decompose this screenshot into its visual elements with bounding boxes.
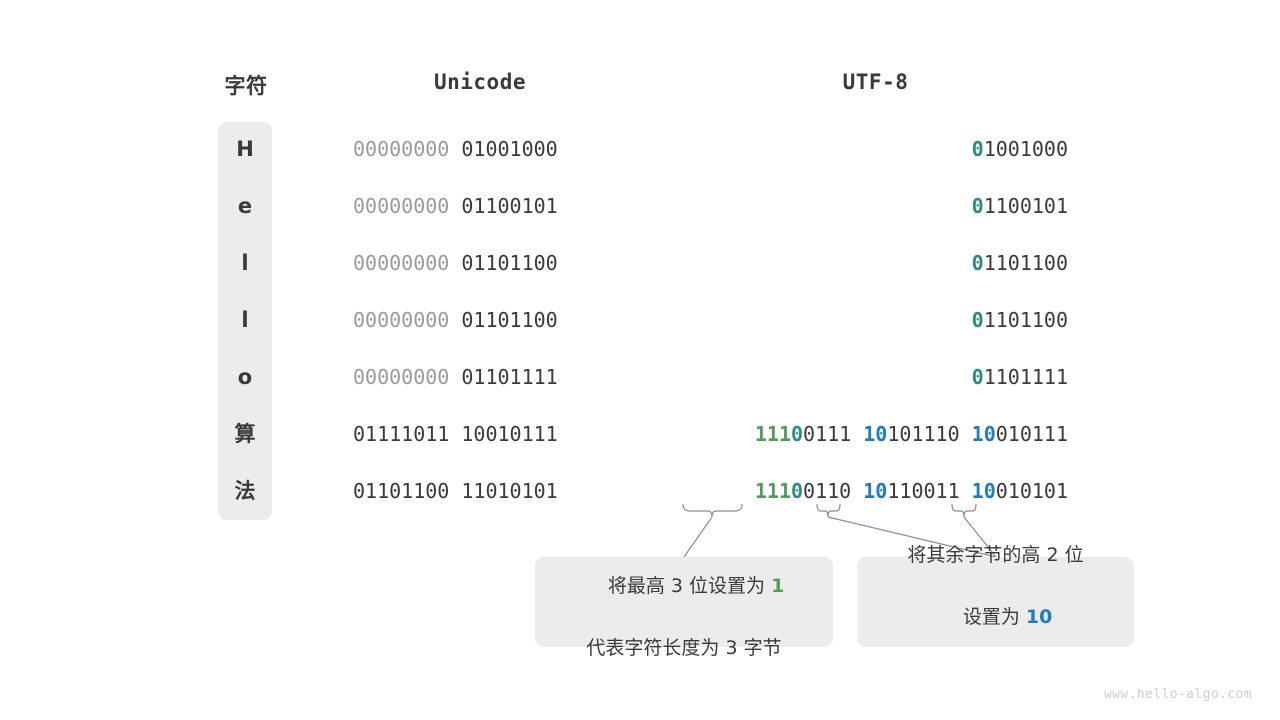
unicode-low-byte: 01101100 xyxy=(461,251,558,275)
callout-lead-byte-line2: 代表字符长度为 3 字节 xyxy=(586,637,782,659)
utf8-byte-prefix: 10 xyxy=(971,479,996,503)
utf8-byte-payload: 1101111 xyxy=(983,365,1068,389)
character-cell: l xyxy=(241,308,249,332)
utf8-byte: 11100110 xyxy=(755,479,851,503)
utf8-byte-prefix: 10 xyxy=(863,422,888,446)
callout-continuation-byte: 将其余字节的高 2 位 设置为 10 xyxy=(857,544,1134,647)
utf8-byte: 10101110 xyxy=(863,422,959,446)
unicode-low-byte: 10010111 xyxy=(461,422,558,446)
unicode-row: 00000000 01101100 xyxy=(353,307,607,333)
unicode-low-byte: 01101111 xyxy=(461,365,558,389)
utf8-byte-payload: 1101100 xyxy=(983,251,1068,275)
callout-lead-byte: 将最高 3 位设置为 1 代表字符长度为 3 字节 xyxy=(535,557,833,659)
utf8-byte-payload: 110011 xyxy=(887,479,960,503)
unicode-high-byte: 00000000 xyxy=(353,365,450,389)
callout-continuation-byte-highlight: 10 xyxy=(1025,606,1053,628)
unicode-low-byte: 01001000 xyxy=(461,137,558,161)
callout-lead-byte-line1-text: 将最高 3 位设置为 xyxy=(607,575,772,597)
character-cell: 法 xyxy=(234,479,256,503)
character-cell: o xyxy=(237,365,253,389)
utf8-row: 11100110 10110011 10010101 xyxy=(683,478,1068,504)
utf8-byte: 01101100 xyxy=(972,251,1068,275)
unicode-high-byte: 01101100 xyxy=(353,479,450,503)
utf8-byte: 01100101 xyxy=(972,194,1068,218)
utf8-row: 01001000 xyxy=(683,136,1068,162)
character-cell: 算 xyxy=(234,422,256,446)
unicode-low-byte: 01101100 xyxy=(461,308,558,332)
callout-continuation-byte-line2: 设置为 10 xyxy=(939,571,1053,664)
unicode-row: 00000000 01001000 xyxy=(353,136,607,162)
brace-continuation-byte-2 xyxy=(951,503,977,518)
unicode-high-byte: 00000000 xyxy=(353,137,450,161)
unicode-low-byte: 01100101 xyxy=(461,194,558,218)
utf8-byte-prefix: 10 xyxy=(863,479,888,503)
utf8-byte: 10010101 xyxy=(972,479,1068,503)
unicode-row: 01101100 11010101 xyxy=(353,478,607,504)
brace-lead-byte xyxy=(682,503,743,518)
unicode-high-byte: 01111011 xyxy=(353,422,450,446)
callout-lead-byte-line1: 将最高 3 位设置为 1 xyxy=(584,540,785,633)
unicode-row: 01111011 10010111 xyxy=(353,421,607,447)
column-header-utf8: UTF-8 xyxy=(842,70,909,94)
utf8-byte-payload: 1100101 xyxy=(983,194,1068,218)
callout-lead-byte-highlight: 1 xyxy=(771,575,785,597)
unicode-row: 00000000 01100101 xyxy=(353,193,607,219)
utf8-byte-prefix: 10 xyxy=(971,422,996,446)
utf8-byte-payload: 010101 xyxy=(995,479,1068,503)
utf8-byte: 10110011 xyxy=(863,479,959,503)
utf8-byte: 01001000 xyxy=(972,137,1068,161)
utf8-row: 11100111 10101110 10010111 xyxy=(683,421,1068,447)
utf8-byte-payload: 010111 xyxy=(995,422,1068,446)
character-cell: l xyxy=(241,251,249,275)
character-column-panel xyxy=(218,122,272,520)
callout-continuation-byte-line2-text: 设置为 xyxy=(962,606,1026,628)
utf8-byte-payload: 101110 xyxy=(887,422,960,446)
utf8-byte-payload: 1001000 xyxy=(983,137,1068,161)
column-header-unicode: Unicode xyxy=(433,70,526,94)
unicode-high-byte: 00000000 xyxy=(353,251,450,275)
utf8-byte-prefix: 0 xyxy=(971,308,984,332)
utf8-row: 01101111 xyxy=(683,364,1068,390)
brace-continuation-byte-1 xyxy=(816,503,841,518)
utf8-byte: 11100111 xyxy=(755,422,851,446)
utf8-byte-prefix-terminator: 0 xyxy=(791,479,804,503)
unicode-high-byte: 00000000 xyxy=(353,194,450,218)
utf8-byte-prefix: 0 xyxy=(971,137,984,161)
utf8-row: 01101100 xyxy=(683,307,1068,333)
utf8-byte-prefix: 0 xyxy=(971,194,984,218)
column-header-character: 字符 xyxy=(224,74,268,98)
utf8-row: 01101100 xyxy=(683,250,1068,276)
utf8-byte: 01101111 xyxy=(972,365,1068,389)
utf8-byte-payload: 0110 xyxy=(803,479,852,503)
utf8-byte-prefix: 0 xyxy=(971,251,984,275)
unicode-high-byte: 00000000 xyxy=(353,308,450,332)
character-cell: e xyxy=(237,194,253,218)
utf8-byte-prefix: 111 xyxy=(754,479,791,503)
utf8-row: 01100101 xyxy=(683,193,1068,219)
utf8-byte-prefix-terminator: 0 xyxy=(791,422,804,446)
utf8-byte: 10010111 xyxy=(972,422,1068,446)
unicode-row: 00000000 01101100 xyxy=(353,250,607,276)
unicode-row: 00000000 01101111 xyxy=(353,364,607,390)
utf8-byte-payload: 0111 xyxy=(803,422,852,446)
callout-continuation-byte-line1: 将其余字节的高 2 位 xyxy=(907,544,1084,566)
utf8-byte: 01101100 xyxy=(972,308,1068,332)
watermark: www.hello-algo.com xyxy=(1103,687,1252,702)
unicode-low-byte: 11010101 xyxy=(461,479,558,503)
utf8-byte-payload: 1101100 xyxy=(983,308,1068,332)
character-cell: H xyxy=(236,137,254,161)
utf8-byte-prefix: 111 xyxy=(754,422,791,446)
utf8-byte-prefix: 0 xyxy=(971,365,984,389)
